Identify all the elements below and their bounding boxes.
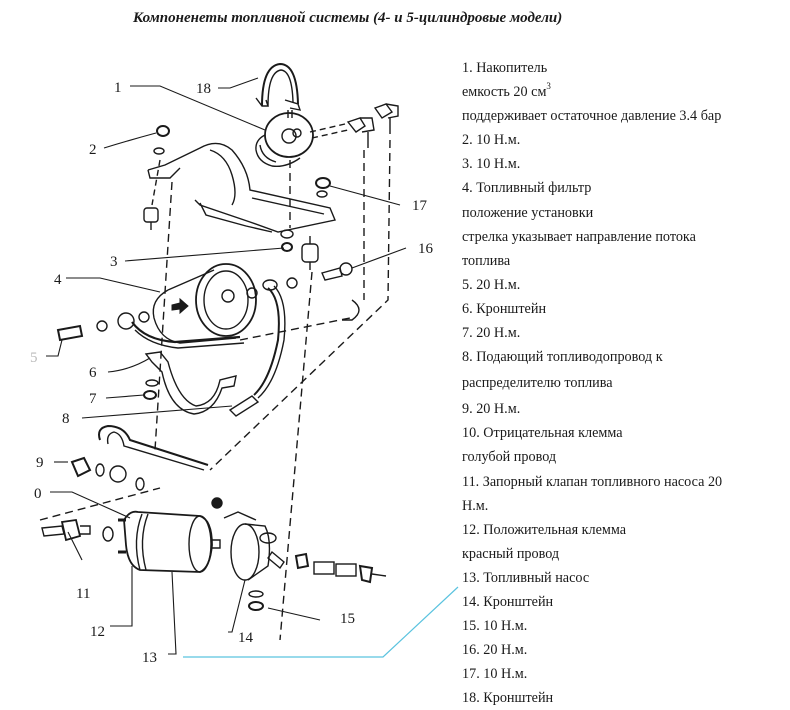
- legend-row: топлива: [462, 252, 511, 269]
- callout-5: 5: [30, 350, 38, 366]
- bolt-5: [56, 311, 150, 342]
- fuel-system-exploded-diagram: 1 2 3 4 5 6 7 8 9 0 11 12 13 14 15 16 17…: [0, 40, 460, 707]
- legend-row: 18. Кронштейн: [462, 690, 554, 707]
- legend-row: 16. 20 Н.м.: [462, 642, 528, 659]
- callout-10: 0: [34, 486, 42, 502]
- legend-row: голубой провод: [462, 449, 557, 466]
- legend-row: 3. 10 Н.м.: [462, 156, 521, 173]
- fuel-pump-13: [118, 510, 221, 573]
- legend-row: 5. 20 Н.м.: [462, 276, 521, 293]
- legend-row: красный провод: [462, 545, 560, 562]
- callout-leaders: [46, 77, 407, 655]
- bracket-6: [144, 351, 237, 415]
- legend-row: 12. Положительная клемма: [462, 521, 627, 538]
- fuel-hose: [131, 299, 360, 349]
- parts-legend: 1. Накопитель емкость 20 см3 поддерживае…: [462, 56, 750, 710]
- callout-8: 8: [62, 411, 70, 427]
- check-valve-11: [41, 518, 114, 542]
- legend-row: 6. Кронштейн: [462, 300, 547, 317]
- legend-row: 9. 20 Н.м.: [462, 401, 521, 418]
- fitting-9: [70, 456, 145, 491]
- callout-3: 3: [110, 254, 118, 270]
- washer-15: [248, 590, 264, 611]
- callout-14: 14: [238, 630, 254, 646]
- callout-18: 18: [196, 81, 211, 97]
- legend-row: стрелка указывает направление потока: [462, 228, 696, 245]
- callout-12: 12: [90, 624, 105, 640]
- legend-row: 13. Топливный насос: [462, 569, 590, 586]
- legend-row: 14. Кронштейн: [462, 593, 554, 610]
- bracket-14: [211, 497, 277, 581]
- nut-2: [143, 125, 170, 230]
- nut-7: [143, 379, 159, 400]
- legend-row: Н.м.: [462, 497, 489, 514]
- legend-row: 15. 10 Н.м.: [462, 618, 528, 635]
- callout-16: 16: [418, 241, 434, 257]
- legend-row: 1. Накопитель: [462, 60, 548, 76]
- return-hose: [98, 424, 209, 471]
- accumulator-1: [255, 110, 314, 168]
- nut-17: [315, 177, 331, 198]
- outlet-fittings: [267, 550, 387, 584]
- legend-row: емкость 20 см3: [462, 81, 551, 101]
- callout-4: 4: [54, 272, 62, 288]
- assembly-guide-lines: [39, 139, 391, 641]
- legend-row: распределителю топлива: [462, 375, 613, 392]
- fuel-line-8: [228, 279, 286, 417]
- legend-row: положение установки: [462, 204, 594, 221]
- callout-1: 1: [114, 80, 122, 96]
- legend-row: поддерживает остаточное давление 3.4 бар: [462, 108, 722, 125]
- callout-9: 9: [36, 455, 44, 471]
- callout-15: 15: [340, 611, 355, 627]
- legend-row: 10. Отрицательная клемма: [462, 425, 623, 442]
- callout-6: 6: [89, 365, 97, 381]
- legend-row: 8. Подающий топливодопровод к: [462, 349, 663, 366]
- callout-11: 11: [76, 586, 90, 602]
- fuel-filter-4: [152, 263, 298, 344]
- mounting-bracket: [147, 142, 336, 233]
- superscript: 3: [546, 81, 551, 92]
- page-title: Компоненеты топливной системы (4- и 5-ци…: [133, 10, 563, 26]
- callout-7: 7: [89, 391, 97, 407]
- legend-row: 17. 10 Н.м.: [462, 666, 528, 683]
- legend-row: 2. 10 Н.м.: [462, 132, 521, 149]
- callout-13: 13: [142, 650, 157, 666]
- callout-17: 17: [412, 198, 428, 214]
- callout-2: 2: [89, 142, 97, 158]
- bracket-18: [255, 62, 302, 111]
- banjo-bolt-16: [321, 262, 353, 281]
- legend-row: 4. Топливный фильтр: [462, 180, 592, 197]
- banjo-fittings: [309, 103, 399, 148]
- legend-row: 7. 20 Н.м.: [462, 325, 521, 342]
- legend-row: 11. Запорный клапан топливного насоса 20: [462, 473, 723, 490]
- flow-direction-arrow-icon: [171, 297, 189, 315]
- rubber-isolator: [280, 229, 319, 270]
